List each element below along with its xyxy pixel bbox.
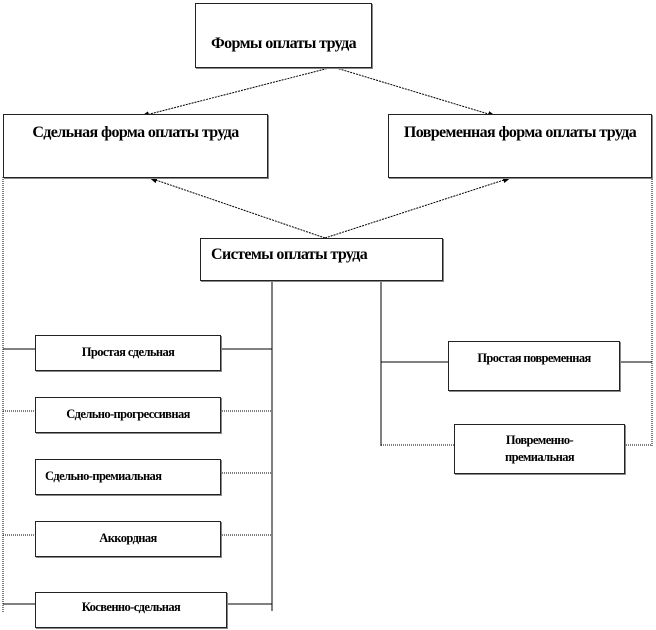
- piece-system-label: Аккордная: [99, 531, 157, 545]
- piece-system-box: Аккордная: [35, 521, 221, 557]
- piece-form-box: Сдельная форма оплаты труда: [3, 114, 268, 178]
- piece-system-box: Простая сдельная: [35, 335, 221, 371]
- piece-system-box: Косвенно-сдельная: [35, 592, 227, 628]
- arrow-to-piece: [141, 66, 334, 118]
- piece-system-label: Сдельно-прогрессивная: [66, 407, 190, 421]
- arrow-to-time: [332, 66, 496, 117]
- time-system-label: Простая повременная: [477, 351, 591, 365]
- piece-system-label: Косвенно-сдельная: [81, 600, 181, 614]
- systems-label: Системы оплаты труда: [211, 246, 368, 263]
- piece-form-label: Сдельная форма оплаты труда: [32, 124, 239, 141]
- arrow-systems-to-time: [324, 177, 511, 239]
- piece-system-label: Простая сдельная: [81, 345, 175, 359]
- title-box: Формы оплаты труда: [195, 3, 372, 68]
- time-system-box: Простая повременная: [448, 341, 620, 391]
- time-form-box: Повременная форма оплаты труда: [388, 114, 652, 178]
- systems-box: Системы оплаты труда: [200, 238, 443, 281]
- time-system-label: Повременно-премиальная: [504, 433, 575, 464]
- arrow-systems-to-piece: [149, 177, 326, 239]
- piece-system-box: Сдельно-премиальная: [35, 459, 221, 495]
- time-system-box: Повременно-премиальная: [454, 424, 625, 474]
- title-label: Формы оплаты труда: [211, 35, 357, 52]
- time-form-label: Повременная форма оплаты труда: [403, 124, 637, 141]
- piece-system-label: Сдельно-премиальная: [45, 469, 162, 483]
- piece-system-box: Сдельно-прогрессивная: [35, 397, 221, 433]
